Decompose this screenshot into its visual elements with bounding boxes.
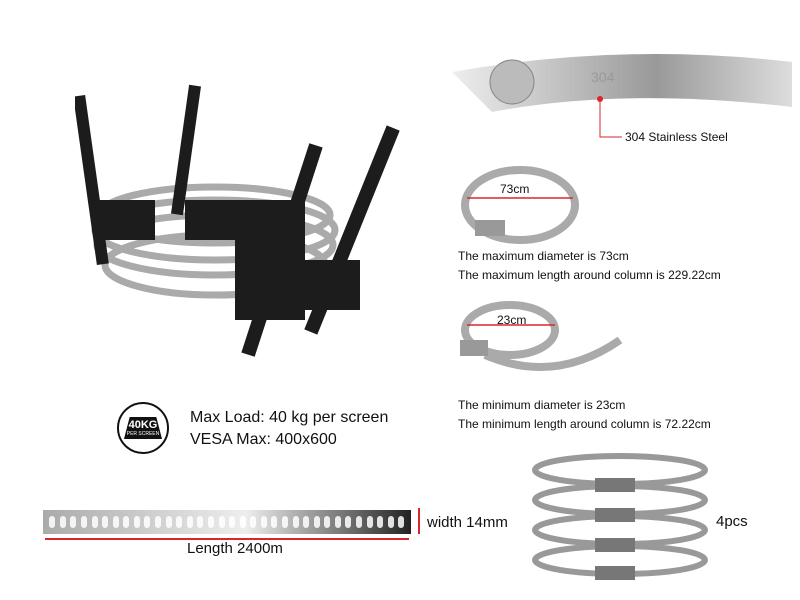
max-load-badge: 40KG PER SCREEN [117,402,169,454]
strap-slot [49,516,56,528]
clamp-min-diameter-label: 23cm [497,313,527,327]
strap-slot [133,516,140,528]
strap-slot [59,516,66,528]
strap-slot [197,516,204,528]
strap-slot [70,516,77,528]
strap-slot [165,516,172,528]
strap-slot [102,516,109,528]
strap-slot [334,516,341,528]
clamp-min-line2: The minimum length around column is 72.2… [458,417,711,431]
strap-slot [282,516,288,528]
length-arrow [45,538,409,540]
strap-slot [292,516,299,528]
tv-mount-product-image [75,84,400,357]
strap-width-label: width 14mm [427,514,508,531]
clamp-max-diameter-label: 73cm [500,182,530,196]
strap-slot [186,516,193,528]
strap-slot [250,516,257,528]
clamp-quantity-label: 4pcs [716,513,748,530]
clamp-min-line1: The minimum diameter is 23cm [458,398,626,412]
strap-slot [112,516,119,528]
strap-slot [366,516,373,528]
strap-slot [324,516,331,528]
strap-slot [387,516,394,528]
strap-slot [398,516,405,528]
clamp-min-image [460,301,623,371]
clamp-max-line2: The maximum length around column is 229.… [458,268,721,282]
perforated-strap-image [43,510,411,534]
steel-callout-label: 304 Stainless Steel [625,130,728,144]
badge-weight: 40KG [128,419,158,431]
steel-stamp-text: 304 [591,69,615,85]
strap-slot [144,516,151,528]
strap-slot [260,516,267,528]
strap-slot [356,516,363,528]
clamp-max-line1: The maximum diameter is 73cm [458,249,629,263]
strap-slot [229,516,236,528]
strap-slot [303,516,310,528]
strap-slot [123,516,130,528]
clamp-stack-image [532,453,708,580]
strap-slot [239,516,246,528]
strap-slot [81,516,88,528]
max-load-text: Max Load: 40 kg per screen [190,409,389,426]
steel-band-closeup-image [452,54,792,138]
strap-slot [218,516,225,528]
clamp-max-image [461,166,579,244]
strap-slot [91,516,98,528]
strap-slot [377,516,384,528]
width-arrow [418,508,420,534]
strap-slot [345,516,352,528]
strap-length-label: Length 2400m [187,540,283,557]
strap-slot [271,516,278,528]
vesa-text: VESA Max: 400x600 [190,431,337,448]
strap-slot [155,516,162,528]
strap-slot [176,516,183,528]
strap-slot [207,516,214,528]
badge-sub: PER SCREEN [126,431,160,437]
strap-slot [313,516,320,528]
